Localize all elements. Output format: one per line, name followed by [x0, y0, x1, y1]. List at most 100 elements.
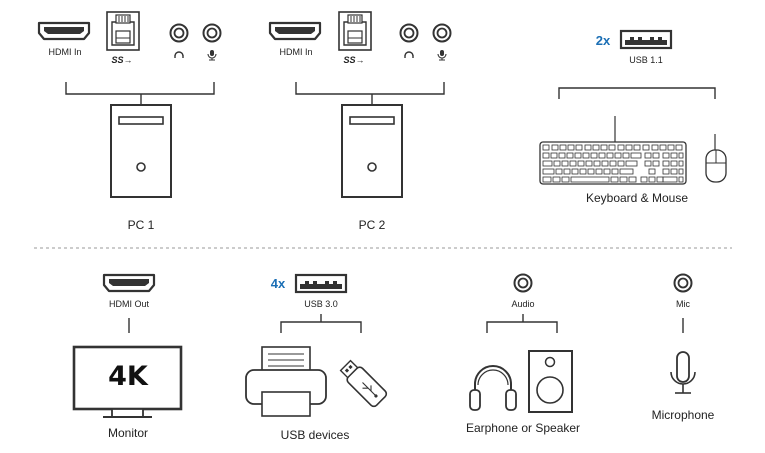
keyboard-key	[553, 160, 561, 167]
mouse-icon	[705, 149, 727, 183]
headphone-jack-icon	[169, 23, 189, 43]
keyboard-key	[593, 160, 601, 167]
headphone-glyph-icon	[404, 51, 414, 58]
usb-b-port-icon	[338, 11, 372, 51]
mic-jack-icon	[673, 273, 693, 293]
keyboard-mouse-name: Keyboard & Mouse	[585, 191, 689, 205]
keyboard-key	[662, 176, 678, 183]
keyboard-key	[582, 152, 590, 159]
mic-jack-icon	[202, 23, 222, 43]
audio-group	[469, 273, 573, 413]
hdmi-port-icon	[37, 21, 91, 41]
keyboard-key	[569, 160, 577, 167]
keyboard-key	[644, 160, 652, 167]
keyboard-key	[551, 144, 559, 151]
headphone-glyph-icon	[174, 51, 184, 58]
pc2-hdmi-label: HDMI In	[279, 47, 313, 57]
keyboard-key	[652, 152, 660, 159]
keyboard-key	[603, 168, 611, 175]
keyboard-mouse-group	[539, 29, 727, 185]
pc-tower-icon	[341, 104, 403, 198]
keyboard-key	[619, 176, 628, 183]
mic-glyph-icon	[437, 50, 447, 61]
keyboard-key	[644, 152, 652, 159]
usb-b-port-icon	[106, 11, 140, 51]
keyboard-key	[579, 168, 587, 175]
keyboard-key	[585, 160, 593, 167]
mic-group	[670, 273, 696, 394]
keyboard-key	[558, 152, 566, 159]
audio-port-label: Audio	[511, 299, 535, 309]
keyboard-key	[595, 168, 603, 175]
keyboard-key	[542, 144, 550, 151]
keyboard-key	[662, 168, 670, 175]
mic-port-label: Mic	[676, 299, 690, 309]
mic-glyph-icon	[207, 50, 217, 61]
keyboard-key	[617, 160, 625, 167]
printer-icon	[245, 346, 327, 417]
keyboard-key	[678, 176, 684, 183]
keyboard-key	[630, 152, 642, 159]
keyboard-key	[625, 160, 638, 167]
keyboard-key	[555, 168, 563, 175]
keyboard-key	[542, 152, 550, 159]
keyboard-key	[587, 168, 595, 175]
keyboard-key	[571, 168, 579, 175]
keyboard-key	[659, 144, 667, 151]
keyboard-icon	[539, 141, 687, 185]
usb-devices-port-label: USB 3.0	[304, 299, 338, 309]
keyboard-key	[642, 144, 650, 151]
keyboard-key	[678, 160, 684, 167]
usb-devices-count: 4x	[270, 276, 286, 291]
keyboard-key	[550, 152, 558, 159]
pc1-name: PC 1	[127, 218, 155, 232]
keyboard-key	[574, 152, 582, 159]
keyboard-mouse-count: 2x	[595, 33, 611, 48]
keyboard-key	[600, 144, 608, 151]
mic-jack-icon	[432, 23, 452, 43]
keyboard-key	[622, 152, 630, 159]
pc-tower-icon	[110, 104, 172, 198]
microphone-icon	[670, 351, 696, 394]
pc2-name: PC 2	[358, 218, 386, 232]
keyboard-key	[575, 144, 583, 151]
keyboard-key	[610, 176, 619, 183]
usb-stick-icon	[339, 359, 388, 408]
keyboard-key	[614, 152, 622, 159]
usb-trident-icon: →	[123, 55, 133, 65]
monitor-icon	[72, 345, 183, 418]
keyboard-key	[648, 176, 656, 183]
usb-trident-icon: →	[355, 55, 365, 65]
keyboard-key	[619, 168, 634, 175]
usb-a-port-icon	[619, 29, 673, 50]
keyboard-key	[662, 160, 670, 167]
keyboard-key	[625, 144, 633, 151]
keyboard-key	[606, 152, 614, 159]
keyboard-key	[561, 176, 570, 183]
keyboard-key	[542, 168, 555, 175]
keyboard-key	[640, 176, 648, 183]
keyboard-key	[584, 144, 592, 151]
monitor-group	[72, 273, 183, 418]
keyboard-key	[678, 168, 684, 175]
keyboard-key	[552, 176, 561, 183]
keyboard-key	[608, 144, 616, 151]
pc2-usb-logo: SS→	[343, 55, 365, 65]
monitor-port-label: HDMI Out	[108, 299, 150, 309]
pc1-usb-logo: SS→	[111, 55, 133, 65]
keyboard-key	[611, 168, 619, 175]
keyboard-key	[667, 144, 675, 151]
keyboard-key	[662, 152, 670, 159]
keyboard-key	[592, 144, 600, 151]
keyboard-key	[542, 176, 552, 183]
headphones-icon	[469, 365, 517, 411]
keyboard-key	[633, 144, 641, 151]
keyboard-key	[563, 168, 571, 175]
hdmi-port-icon	[268, 21, 322, 41]
speaker-icon	[528, 350, 573, 413]
hdmi-port-icon	[102, 273, 156, 293]
usb-devices-name: USB devices	[280, 428, 350, 442]
keyboard-key	[651, 144, 659, 151]
keyboard-key	[617, 144, 625, 151]
